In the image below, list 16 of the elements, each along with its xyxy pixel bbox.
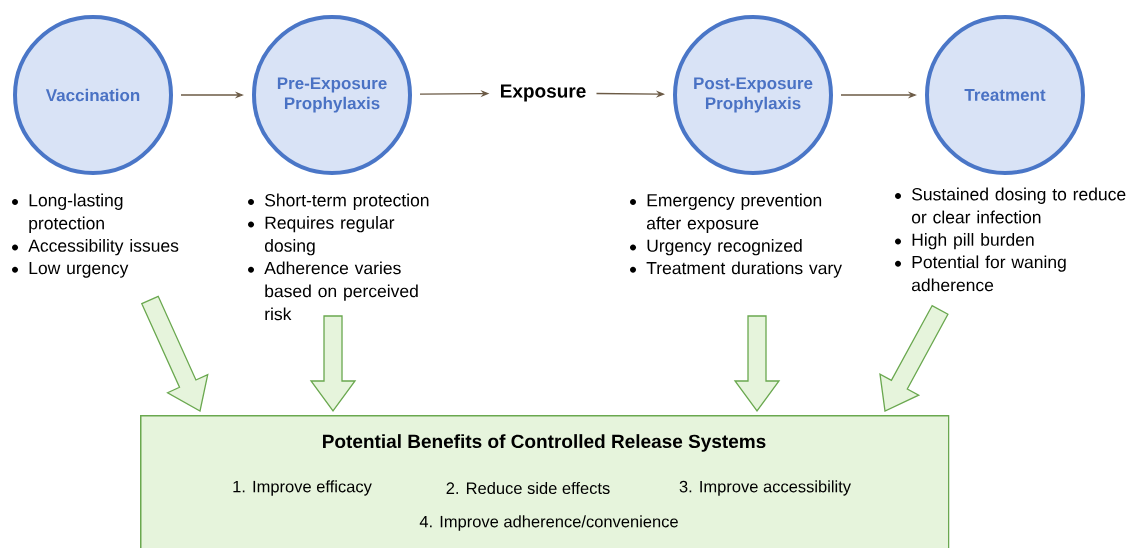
bullet-item: High pill burden [912,233,1034,250]
bullet-item: Adherence varies based on perceived risk [264,261,418,321]
bullet-item: Low urgency [29,262,129,278]
block-arrow [733,315,781,413]
bullet-item: Sustained dosing to reduce or clear infection [911,187,1126,224]
bullet-item: Urgency recognized [647,239,802,256]
bullet-item: Potential for waning adherence [911,255,1066,292]
bullet-item: Treatment durations vary [646,261,842,278]
benefits-box: Potential Benefits of Controlled Release Systems 1. Improve efficacy 2. Reduce side effects 3. Improve accessibility 4. Improve adherence/convenience [140,415,950,548]
bullet-item: Long-lasting protection [29,193,123,233]
block-arrow [309,315,357,413]
bullet-item: Emergency prevention after exposure [646,193,822,233]
bullet-item: Requires regular dosing [264,216,395,256]
bullet-item: Accessibility issues [28,239,179,256]
stage-label: Exposure [501,84,586,102]
bullet-item: Short-term protection [265,193,429,210]
